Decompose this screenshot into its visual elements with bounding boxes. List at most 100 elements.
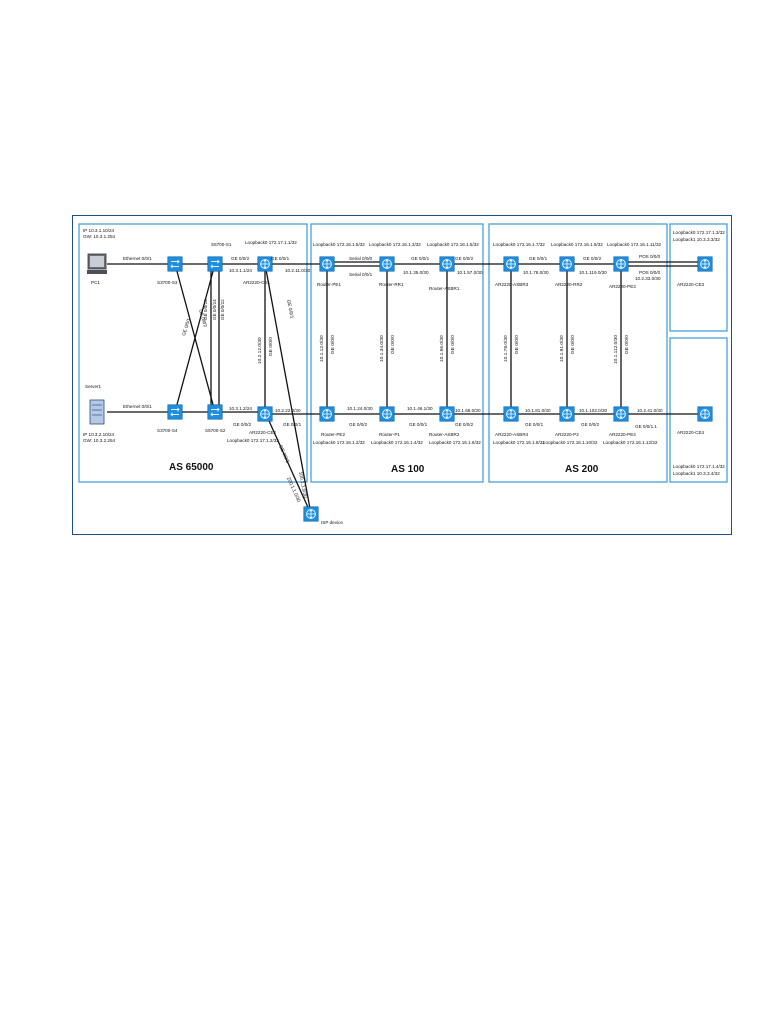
p1-ge: GE 0/0/1: [409, 422, 428, 427]
zone-as65000: [78, 223, 308, 483]
router-pe4-icon[interactable]: [613, 406, 629, 422]
p2-link: 10.1.102.0/30: [579, 408, 608, 413]
zone-ce3: [669, 223, 728, 332]
ce2-ge-b: GE 0/0/1: [283, 422, 302, 427]
server1-icon[interactable]: [89, 399, 105, 425]
asbr3-ge: GE 0/0/1: [529, 256, 548, 261]
rr1-ge: GE 0/0/1: [411, 256, 430, 261]
router-ce3-icon[interactable]: [697, 256, 713, 272]
as200-label: AS 200: [565, 464, 599, 475]
server1-ip: IP 10.3.2.10/24: [83, 432, 115, 437]
pe3-pos-a: POS 0/0/0: [639, 254, 661, 259]
pe2-link: 10.1.24.0/30: [347, 406, 373, 411]
pe3-link: 10.2.33.0/30: [635, 276, 661, 281]
ce2-ge-a: GE 0/0/2: [233, 422, 252, 427]
sw-link-1: GE 0/0/1: [181, 317, 191, 336]
pc1-ip: IP 10.3.1.10/24: [83, 228, 115, 233]
ce1-isp-port: GE 0/0/1: [285, 299, 295, 319]
as100-label: AS 100: [391, 464, 425, 475]
p1-link: 10.1.46.1/30: [407, 406, 433, 411]
s4-name: S3700-S4: [157, 428, 178, 433]
pe3-name: AR2220-PE3: [609, 284, 636, 289]
pe1-pe2-subnet: 10.1.12.0/30: [319, 335, 325, 362]
rr1-link: 10.1.35.0/30: [403, 270, 429, 275]
links: [107, 261, 705, 515]
router-rr2-icon[interactable]: [559, 256, 575, 272]
asbr2-loopback: Loopback0 172.16.1.6/32: [429, 440, 481, 445]
asbr4-name: AR2220-ASBR4: [495, 432, 529, 437]
sw-link-3: GE 0/0/23: [203, 299, 208, 320]
p1-loopback: Loopback0 172.16.1.4/32: [371, 440, 423, 445]
asbr2-name: Router-ASBR2: [429, 432, 460, 437]
server1-port: Ethernet 0/0/1: [123, 404, 152, 409]
ce2-name: AR2220-CE2: [249, 430, 277, 435]
ce1-isp-subnet: 100.1.1.0/30: [297, 471, 308, 499]
rr2-loopback: Loopback0 172.16.1.9/32: [551, 242, 603, 247]
p1-name: Router-P1: [379, 432, 400, 437]
asbr1-asbr2-port: GE 0/0/0: [450, 335, 456, 354]
switch-s2-icon[interactable]: [207, 404, 223, 420]
ce4-loopback1: Loopback1 10.3.3.4/32: [673, 471, 720, 476]
pe2-ge: GE 0/0/2: [349, 422, 368, 427]
router-asbr2-icon[interactable]: [439, 406, 455, 422]
router-asbr3-icon[interactable]: [503, 256, 519, 272]
server1-gw: GW: 10.3.2.254: [83, 438, 116, 443]
isp-name: ISP device: [321, 520, 343, 525]
router-pe1-icon[interactable]: [319, 256, 335, 272]
as65000-label: AS 65000: [169, 462, 214, 473]
ce1-loopback: Loopback0 172.17.1.1/32: [245, 240, 297, 245]
sw-link-5: GE 0/0/22: [220, 299, 225, 320]
pe3-pe4-subnet: 10.1.112.0/30: [613, 335, 619, 364]
router-rr1-icon[interactable]: [379, 256, 395, 272]
asbr4-loopback: Loopback0 172.16.1.8/32: [493, 440, 545, 445]
pe4-loopback: Loopback0 172.16.1.12/32: [603, 440, 658, 445]
switch-s4-icon[interactable]: [167, 404, 183, 420]
pe3-loopback: Loopback0 172.16.1.11/32: [607, 242, 662, 247]
topology-frame: AS 65000 AS 100 AS 200 IP 10.3.1.10/24 G…: [72, 215, 732, 535]
pe4-ge: GE 0/0/1.1: [635, 424, 657, 429]
router-ce4-icon[interactable]: [697, 406, 713, 422]
pe2-loopback: Loopback0 172.16.1.2/32: [313, 440, 365, 445]
ce1-ce2-subnet: 10.2.12.0/30: [257, 337, 263, 364]
router-pe3-icon[interactable]: [613, 256, 629, 272]
sw-link-2: GE 0/0/2: [198, 309, 208, 328]
router-p1-icon[interactable]: [379, 406, 395, 422]
link-s4-s1: [174, 263, 216, 413]
asbr1-loopback: Loopback0 172.16.1.5/32: [427, 242, 479, 247]
pc1-icon[interactable]: [87, 253, 107, 274]
asbr3-asbr4-port: GE 0/0/0: [514, 335, 520, 354]
asbr2-ge: GE 0/0/2: [455, 422, 474, 427]
s2-name: S5700-S2: [205, 428, 226, 433]
server1-name: Server1: [85, 384, 102, 389]
router-asbr4-icon[interactable]: [503, 406, 519, 422]
asbr3-link: 10.1.78.0/30: [523, 270, 549, 275]
ce4-loopback0: Loopback0 172.17.1.4/32: [673, 464, 725, 469]
zone-ce4: [669, 337, 728, 483]
router-asbr1-icon[interactable]: [439, 256, 455, 272]
asbr1-asbr2-subnet: 10.1.56.0/30: [439, 335, 445, 362]
asbr1-link: 10.1.57.0/30: [457, 270, 483, 275]
rr1-p1-port: GE 0/0/0: [390, 335, 396, 354]
rr2-link: 10.1.119.0/30: [579, 270, 607, 275]
link-ce1-isp: [264, 263, 312, 515]
asbr3-loopback: Loopback0 172.16.1.7/32: [493, 242, 545, 247]
router-ce2-icon[interactable]: [257, 406, 273, 422]
switch-s1-icon[interactable]: [207, 256, 223, 272]
ce4-name: AR2220-CE4: [677, 430, 705, 435]
pe2-name: Router-PE2: [321, 432, 345, 437]
sw-link-4: GE 0/0/24: [212, 299, 217, 320]
pe1-serial: Serial 0/0/0: [349, 256, 373, 261]
switch-s3-icon[interactable]: [167, 256, 183, 272]
asbr1-name: Router-ASBR1: [429, 286, 460, 291]
s1-name: S5700-S1: [211, 242, 232, 247]
asbr1-ge: GE 0/0/2: [455, 256, 474, 261]
router-isp-icon[interactable]: [303, 506, 319, 522]
router-p2-icon[interactable]: [559, 406, 575, 422]
rr1-serial: Serial 0/0/1: [349, 272, 373, 277]
asbr4-link: 10.1.81.0/30: [525, 408, 551, 413]
ce1-link: 10.2.11.0/30: [285, 268, 311, 273]
ce3-loopback0: Loopback0 172.17.1.3/32: [673, 230, 725, 235]
pc1-gw: GW: 10.3.1.254: [83, 234, 116, 239]
router-pe2-icon[interactable]: [319, 406, 335, 422]
pe3-pos-b: POS 0/0/0: [639, 270, 661, 275]
